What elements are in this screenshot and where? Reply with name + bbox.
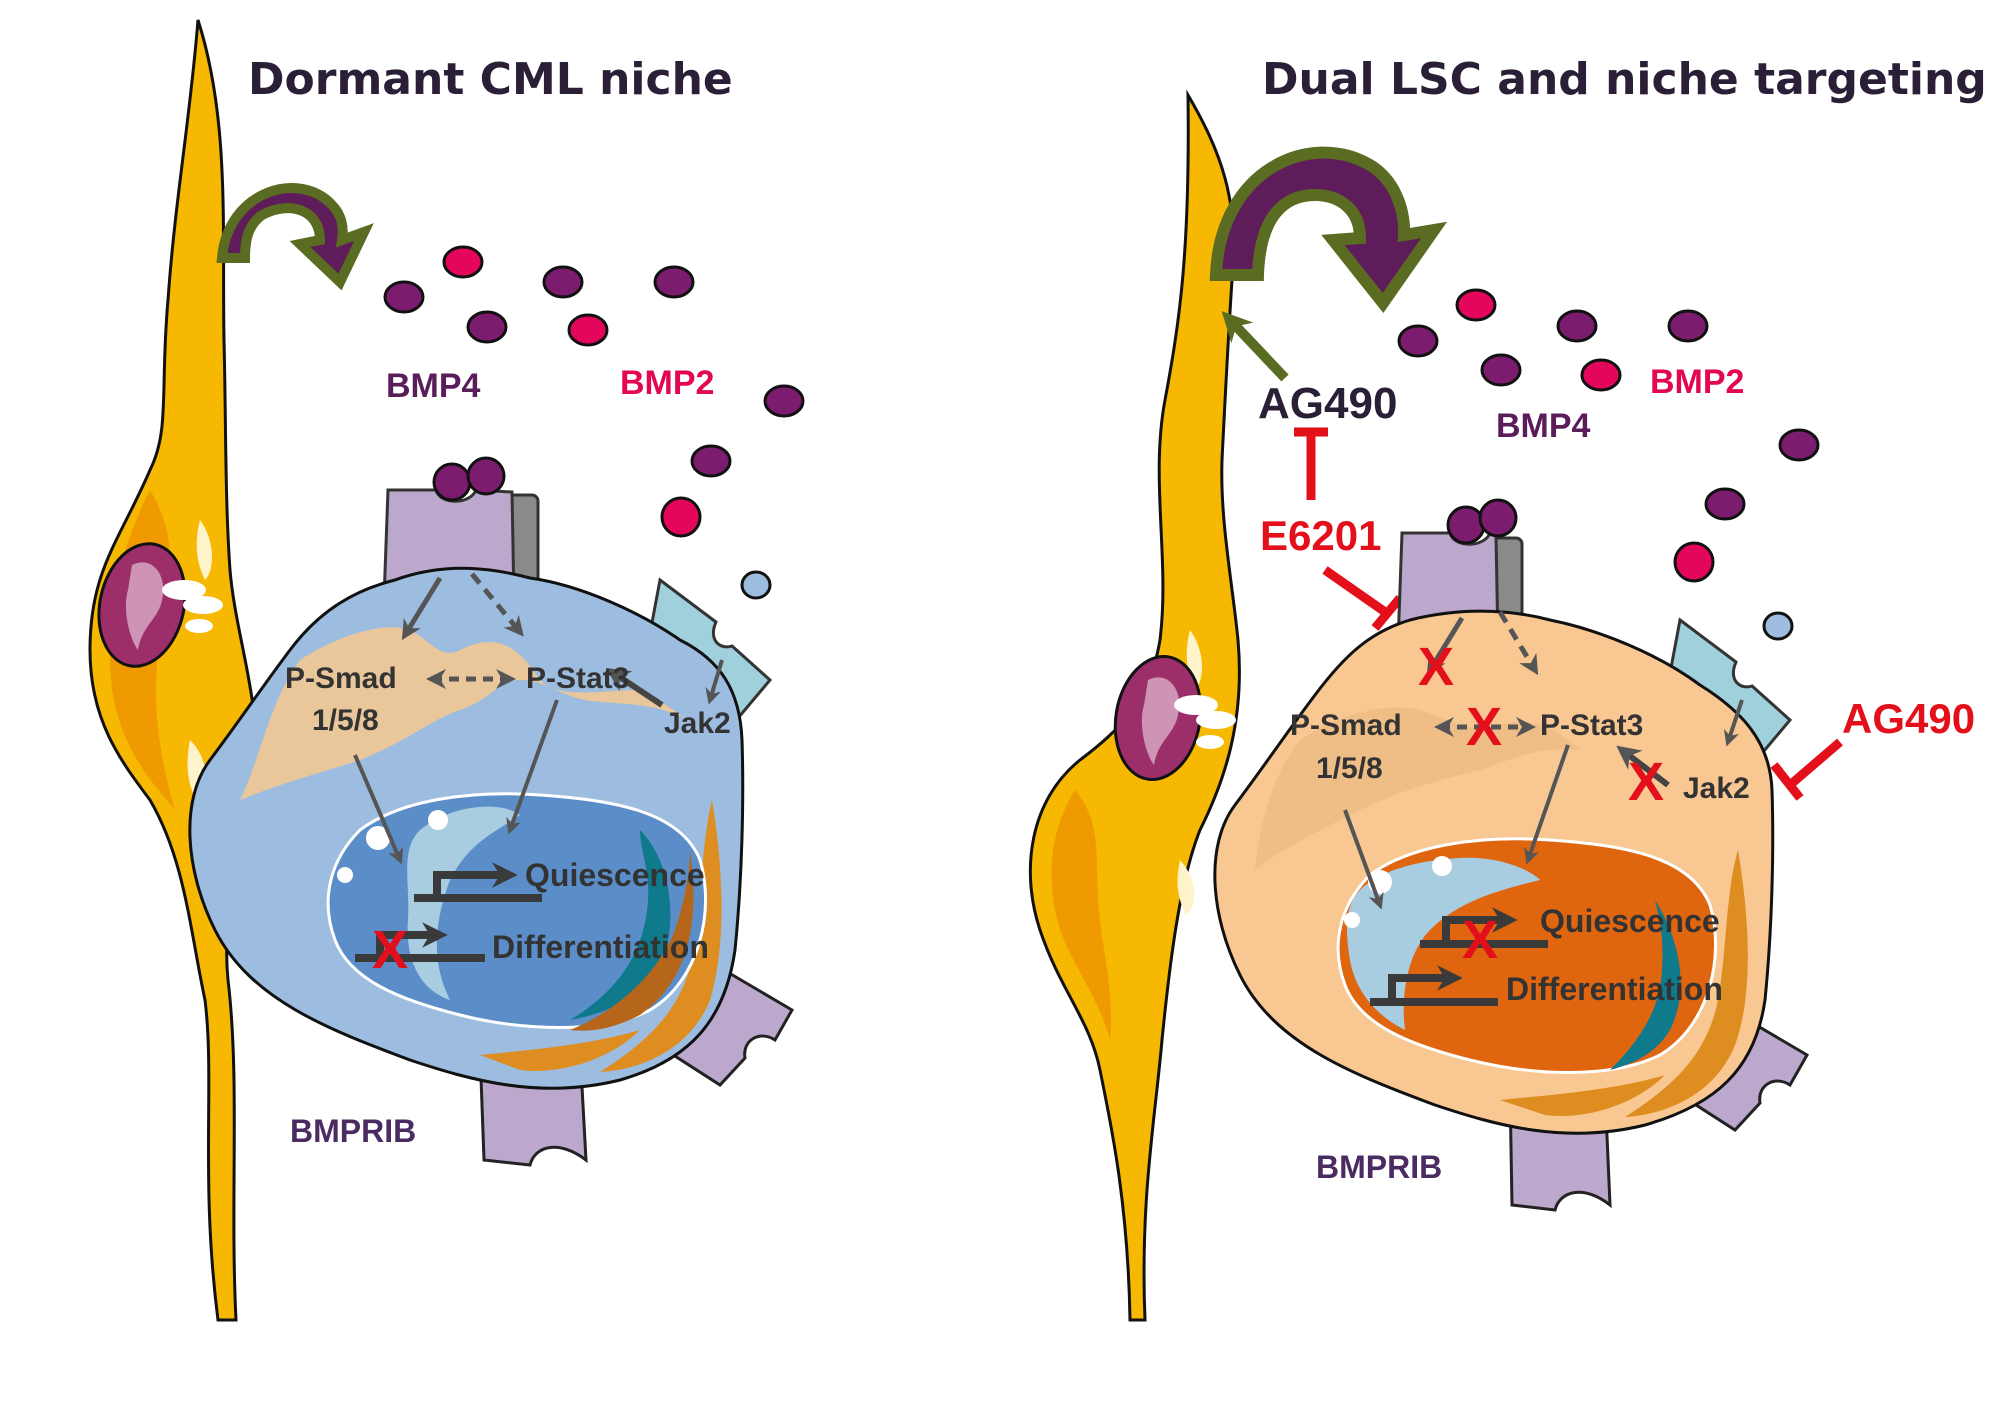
bmprib-label: BMPRIB [290,1113,416,1149]
p-smad-label: P-Smad [285,662,397,695]
bmp2-ligand [1673,541,1715,583]
bmp4-ligand [653,265,695,299]
secretion-arrow-enhanced [1209,146,1448,314]
jak-receptor [643,570,773,733]
smad-isoform-label: 1/5/8 [1316,752,1383,785]
e6201-inhibits-receptor [1322,566,1404,631]
jak2-stat3-blocked-x-icon: X [1628,752,1664,812]
quiescence-label: Quiescence [1540,903,1720,939]
ag490-niche-drug-label: AG490 [1258,379,1397,428]
receptor-to-jak2-arrow [705,659,724,705]
bmp4-ligand [690,444,732,478]
panel-title: Dormant CML niche [248,54,733,105]
quiescence-promoter [1420,907,1548,948]
bmp4-ligand [383,280,425,314]
bmp4-ligand [1704,487,1746,521]
quiescence-promoter [414,862,542,902]
bmp4-ligand [1667,309,1709,343]
bmpr-to-smad-arrow [1426,616,1465,676]
bmp2-label: BMP2 [620,364,714,402]
dormant-nucleus [326,792,707,1031]
stat3-to-nucleus-arrow [1524,744,1570,865]
bmp4-ligand [466,310,508,344]
bmp-ligands [383,245,805,538]
differentiation-promoter [355,922,485,962]
bmp4-label: BMP4 [386,367,481,405]
panel-targeting: Dual LSC and niche targeting [1028,54,1987,1322]
e6201-inhibits-ag490 [1294,427,1328,500]
signaling-arrows [353,572,724,865]
bmp4-ligand [1556,309,1598,343]
bmp2-ligand [1455,288,1497,322]
ag490-stimulation-arrow [1221,311,1289,382]
bmpr-to-stat3-arrow [1497,610,1539,676]
secretion-arrow [216,183,374,291]
jak2-to-stat3-arrow [605,668,664,708]
e6201-drug-label: E6201 [1260,512,1381,559]
differentiation-blocked-x-icon: X [372,920,408,980]
bmp2-ligand [442,245,484,279]
bmp4-ligand [1778,428,1820,462]
p-smad-label: P-Smad [1290,709,1402,742]
bmpr-to-smad-arrow [401,576,443,641]
panel-title: Dual LSC and niche targeting [1262,54,1987,105]
jak2-to-stat3-arrow [1616,745,1670,788]
bmprib-label: BMPRIB [1316,1149,1442,1185]
bmpr-to-stat3-arrow [470,572,524,637]
differentiation-label: Differentiation [492,929,709,965]
quiescence-blocked-x-icon: X [1462,910,1498,970]
bmp2-ligand [660,496,702,538]
jak2-label: Jak2 [664,707,731,740]
quiescence-label: Quiescence [525,857,705,893]
bmp-ligands [1397,288,1820,583]
differentiation-promoter [1370,965,1498,1006]
panel-dormant: Dormant CML niche [88,19,805,1322]
ag490-inhibits-jak2 [1770,738,1843,801]
smad-isoform-label: 1/5/8 [312,704,379,737]
bmp2-ligand [567,313,609,347]
bmp4-ligand [542,265,584,299]
stat3-to-nucleus-arrow [506,699,559,835]
bmp4-ligand [1480,353,1522,387]
receptor-to-jak2-arrow [1723,699,1744,747]
signaling-arrows [1343,610,1744,910]
bmpr-smad-blocked-x-icon: X [1418,637,1454,697]
smad-to-nucleus-arrow [353,754,403,865]
smad-to-nucleus-arrow [1343,809,1384,910]
bmp4-ligand [763,384,805,418]
bmp2-label: BMP2 [1650,363,1744,401]
crosstalk-blocked-x-icon: X [1466,697,1502,757]
jak2-label: Jak2 [1683,772,1750,805]
bmp4-label: BMP4 [1496,407,1591,445]
stromal-cell [1028,89,1241,1322]
differentiation-label: Differentiation [1506,971,1723,1007]
jak-receptor [1663,611,1794,773]
stromal-cell [88,19,258,1322]
bmp4-ligand [1397,324,1439,358]
p-stat3-label: P-Stat3 [1540,709,1643,742]
ag490-jak2-drug-label: AG490 [1842,695,1975,742]
bmp2-ligand [1580,358,1622,392]
p-stat3-label: P-Stat3 [526,662,629,695]
